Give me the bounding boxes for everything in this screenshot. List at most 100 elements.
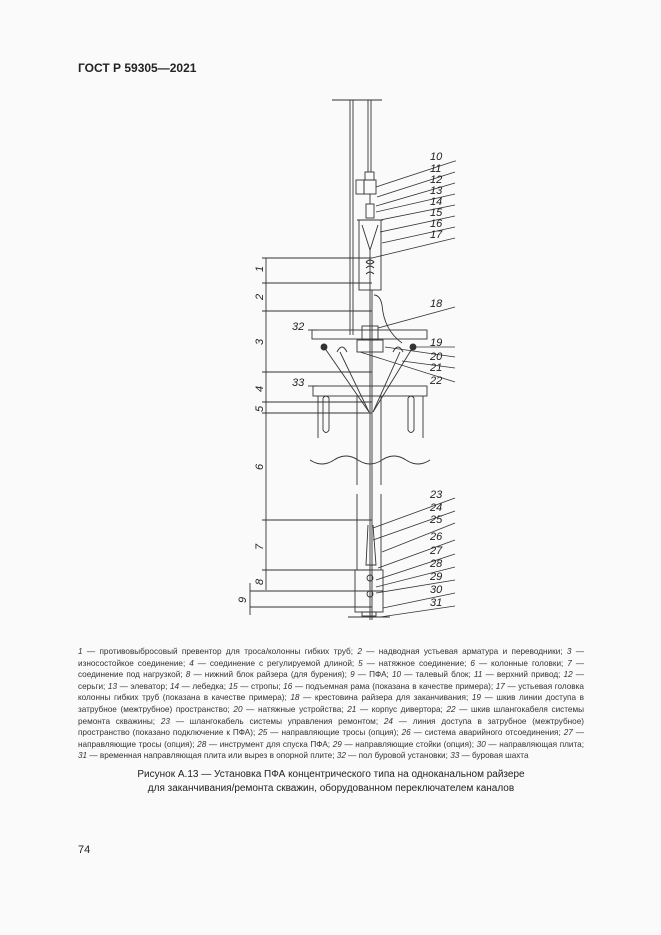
svg-text:18: 18 (430, 298, 443, 310)
legend-item-number: 19 (471, 693, 481, 703)
legend-item: 28 — инструмент для спуска ПФА; (197, 739, 333, 749)
legend-item-number: 27 (563, 728, 573, 738)
figure-legend: 1 — противовыбросовый превентор для трос… (78, 646, 584, 762)
legend-item-number: 23 (160, 716, 170, 726)
svg-text:6: 6 (254, 463, 266, 470)
legend-item: 30 — направляющая плита; (476, 739, 584, 749)
svg-text:21: 21 (429, 362, 442, 374)
legend-item: 2 — надводная устьевая арматура и перево… (357, 647, 567, 656)
legend-item-number: 7 (567, 658, 572, 668)
legend-item-number: 12 (563, 670, 573, 680)
svg-text:31: 31 (430, 597, 442, 609)
svg-text:22: 22 (429, 375, 442, 387)
svg-text:10: 10 (430, 151, 443, 163)
svg-text:9: 9 (237, 597, 249, 603)
legend-item-number: 17 (495, 681, 505, 691)
svg-text:29: 29 (429, 571, 442, 583)
legend-item: 26 — система аварийного отсоединения; (401, 728, 564, 738)
svg-text:23: 23 (429, 489, 443, 501)
legend-item: 31 — временная направляющая плита или вы… (78, 751, 337, 761)
legend-item-number: 9 (350, 670, 355, 680)
legend-item: 5 — натяжное соединение; (358, 658, 471, 668)
legend-item-number: 25 (258, 728, 268, 738)
legend-item-number: 30 (476, 739, 486, 749)
legend-item-number: 33 (450, 751, 460, 761)
svg-text:30: 30 (430, 584, 443, 596)
svg-text:16: 16 (430, 218, 443, 230)
svg-text:5: 5 (254, 405, 266, 412)
svg-text:11: 11 (430, 163, 441, 175)
legend-item-number: 22 (446, 704, 456, 714)
legend-item: 24 — линия доступа в затрубное (межтрубн… (78, 716, 585, 738)
legend-item: 32 — пол буровой установки; (336, 751, 451, 761)
legend-item-number: 14 (169, 681, 180, 691)
legend-item: 20 — натяжные устройства; (233, 704, 348, 714)
svg-text:8: 8 (254, 578, 266, 585)
legend-item-number: 11 (473, 670, 483, 680)
legend-item: 29 — направляющие стойки (опция); (332, 739, 477, 749)
svg-text:3: 3 (254, 338, 266, 345)
legend-item: 22 — шкив шлангокабеля системы ремонта с… (78, 704, 584, 726)
page-number: 74 (78, 844, 91, 856)
legend-item: 21 — корпус дивертора; (347, 704, 447, 714)
svg-text:33: 33 (292, 377, 305, 389)
legend-item-number: 29 (332, 739, 342, 749)
svg-text:19: 19 (430, 337, 442, 349)
svg-text:25: 25 (429, 514, 443, 526)
svg-text:1: 1 (254, 266, 266, 272)
legend-item: 12 — серьги; (78, 670, 584, 691)
svg-text:20: 20 (429, 351, 443, 363)
legend-item: 16 — подъемная рама (показана в качестве… (283, 681, 496, 691)
svg-text:28: 28 (429, 558, 443, 570)
legend-item-number: 26 (401, 728, 411, 738)
riser-installation-diagram: 10 11 12 13 14 15 16 17 18 19 20 21 22 2… (237, 99, 456, 620)
document-header: ГОСТ Р 59305—2021 (78, 61, 197, 75)
figure-caption: Рисунок А.13 — Установка ПФА концентриче… (100, 768, 562, 796)
legend-item-number: 16 (283, 681, 293, 691)
legend-item: 8 — нижний блок райзера (для бурения); (185, 670, 351, 680)
legend-item-number: 21 (347, 704, 357, 714)
legend-item-number: 28 (197, 739, 207, 749)
legend-item: 14 — лебедка; (169, 681, 229, 691)
legend-item-number: 3 (566, 647, 572, 656)
legend-item-number: 15 (228, 681, 238, 691)
svg-text:32: 32 (292, 321, 304, 333)
legend-item-number: 2 (357, 647, 362, 656)
legend-item-number: 31 (78, 751, 88, 761)
legend-item-number: 13 (107, 681, 117, 691)
legend-item: 18 — крестовина райзера для заканчивания… (290, 693, 472, 703)
legend-item-number: 1 (78, 647, 83, 656)
legend-item: 4 — соединение с регулируемой длиной; (189, 658, 359, 668)
svg-text:12: 12 (430, 174, 442, 186)
legend-item-number: 10 (391, 670, 402, 680)
caption-line-2: для заканчивания/ремонта скважин, оборуд… (147, 783, 515, 794)
legend-item: 25 — направляющие тросы (опция); (258, 728, 402, 738)
svg-text:24: 24 (429, 502, 442, 514)
legend-item: 3 — износостойкое соединение; (78, 647, 585, 668)
legend-item-number: 6 (470, 658, 475, 668)
legend-item: 1 — противовыбросовый превентор для трос… (78, 647, 358, 656)
svg-text:17: 17 (430, 229, 443, 241)
legend-item: 13 — элеватор; (107, 681, 170, 691)
legend-item-number: 18 (290, 693, 300, 703)
legend-item: 7 — соединение под нагрузкой; (78, 658, 585, 680)
legend-item: 19 — шкив линии доступа в затрубное (меж… (78, 693, 584, 714)
svg-text:27: 27 (429, 545, 443, 557)
legend-item: 23 — шлангокабель системы управления рем… (160, 716, 384, 726)
legend-item: 9 — ПФА; (350, 670, 392, 680)
caption-line-1: Рисунок А.13 — Установка ПФА концентриче… (137, 769, 525, 780)
legend-item-number: 5 (358, 658, 363, 668)
svg-text:14: 14 (430, 196, 442, 208)
svg-text:13: 13 (430, 185, 443, 197)
legend-item: 33 — буровая шахта (450, 751, 529, 761)
legend-item: 11 — верхний привод; (473, 670, 564, 680)
legend-item: 27 — направляющие тросы (опция); (78, 728, 584, 749)
legend-item-number: 32 (336, 751, 346, 761)
legend-item-number: 20 (233, 704, 243, 714)
legend-item: 15 — стропы; (228, 681, 284, 691)
svg-text:15: 15 (430, 207, 443, 219)
legend-item-number: 8 (185, 670, 191, 680)
legend-item-number: 24 (383, 716, 393, 726)
legend-item: 10 — талевый блок; (391, 670, 474, 680)
svg-text:4: 4 (254, 386, 266, 392)
